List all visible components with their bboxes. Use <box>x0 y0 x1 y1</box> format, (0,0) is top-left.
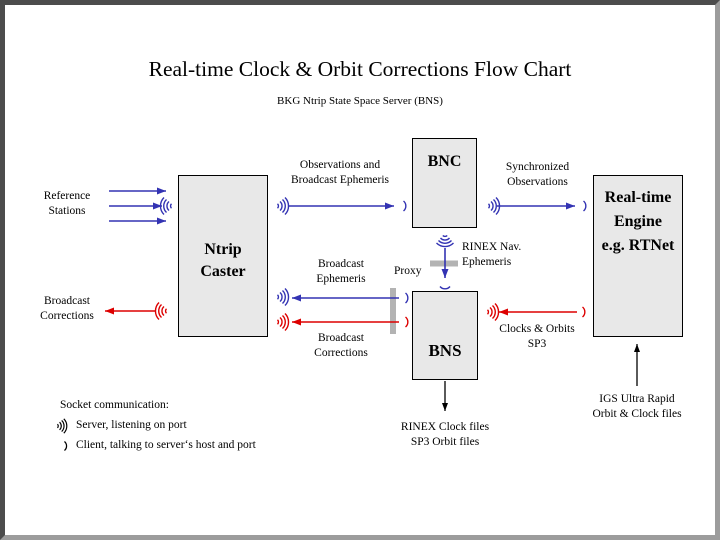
bcorr-mid-line2: Corrections <box>314 347 368 359</box>
igs-label: IGS Ultra Rapid Orbit & Clock files <box>568 392 706 422</box>
server-socket-icon <box>435 234 455 248</box>
legend-server-label: Server, listening on port <box>76 419 187 431</box>
legend-title: Socket communication: <box>60 399 169 411</box>
page-title: Real-time Clock & Orbit Corrections Flow… <box>148 57 572 81</box>
bcorr-left-line1: Broadcast <box>44 295 90 307</box>
engine-line3: e.g. RTNet <box>601 237 675 254</box>
realtime-engine-label: Real-time Engine e.g. RTNet <box>594 176 682 258</box>
beph-mid-line2: Ephemeris <box>316 273 366 285</box>
beph-mid-line1: Broadcast <box>318 258 364 270</box>
legend-client-socket-icon <box>63 440 68 452</box>
proxy-bar-horizontal <box>430 260 458 267</box>
legend-client-label: Client, talking to server‘s host and por… <box>76 439 256 451</box>
realtime-engine-box: Real-time Engine e.g. RTNet <box>593 175 683 337</box>
sync-line1: Synchronized <box>505 161 570 173</box>
synchronized-observations-label: Synchronized Observations <box>485 160 590 190</box>
server-socket-icon <box>154 301 168 321</box>
broadcast-ephemeris-mid-label: Broadcast Ephemeris <box>297 257 385 287</box>
legend-server-socket-icon <box>56 418 68 434</box>
clocks-orbits-line1: Clocks & Orbits <box>499 323 575 335</box>
engine-line1: Real-time <box>604 189 672 206</box>
igs-line1: IGS Ultra Rapid <box>599 393 675 405</box>
arrow-reference-stations <box>109 187 166 225</box>
bcorr-left-line2: Corrections <box>40 310 94 322</box>
client-socket-icon <box>439 285 451 290</box>
ntrip-caster-box: Ntrip Caster <box>178 175 268 337</box>
observations-line2: Broadcast Ephemeris <box>290 174 390 186</box>
server-socket-icon <box>276 312 290 332</box>
rinex-files-label: RINEX Clock files SP3 Orbit files <box>379 420 511 450</box>
client-socket-icon <box>404 316 409 328</box>
ntrip-caster-label: Ntrip Caster <box>179 176 267 283</box>
proxy-bar-vertical <box>390 288 396 334</box>
sync-line2: Observations <box>507 176 568 188</box>
bnc-label: BNC <box>427 153 462 170</box>
broadcast-corrections-left-label: Broadcast Corrections <box>15 294 119 324</box>
page-subtitle: BKG Ntrip State Space Server (BNS) <box>277 95 443 107</box>
client-socket-icon <box>582 200 587 212</box>
engine-line2: Engine <box>613 213 662 230</box>
rinex-files-line1: RINEX Clock files <box>400 421 490 433</box>
rinex-nav-line1: RINEX Nav. <box>462 241 522 253</box>
clocks-orbits-line2: SP3 <box>527 338 547 350</box>
bcorr-mid-line1: Broadcast <box>318 332 364 344</box>
reference-stations-label: Reference Stations <box>23 189 111 219</box>
bnc-box: BNC <box>412 138 477 228</box>
bns-label: BNS <box>428 341 462 360</box>
proxy-label: Proxy <box>394 265 422 277</box>
rinex-files-line2: SP3 Orbit files <box>410 436 480 448</box>
server-socket-icon <box>486 302 500 322</box>
ntrip-caster-line2: Caster <box>200 263 246 280</box>
ntrip-caster-line1: Ntrip <box>204 241 242 258</box>
server-socket-icon <box>159 196 173 216</box>
server-socket-icon <box>487 196 501 216</box>
server-socket-icon <box>276 287 290 307</box>
rinex-nav-line2: Ephemeris <box>462 256 512 268</box>
observations-label: Observations and Broadcast Ephemeris <box>270 158 410 188</box>
reference-stations-line2: Stations <box>48 205 86 217</box>
reference-stations-line1: Reference <box>43 190 91 202</box>
broadcast-corrections-mid-label: Broadcast Corrections <box>295 331 387 361</box>
igs-line2: Orbit & Clock files <box>592 408 682 420</box>
rinex-nav-ephemeris-label: RINEX Nav. Ephemeris <box>462 240 552 270</box>
bns-box <box>412 291 478 380</box>
client-socket-icon <box>404 292 409 304</box>
server-socket-icon <box>276 196 290 216</box>
client-socket-icon <box>581 306 586 318</box>
observations-line1: Observations and <box>299 159 381 171</box>
clocks-orbits-label: Clocks & Orbits SP3 <box>483 322 591 352</box>
client-socket-icon <box>402 200 407 212</box>
